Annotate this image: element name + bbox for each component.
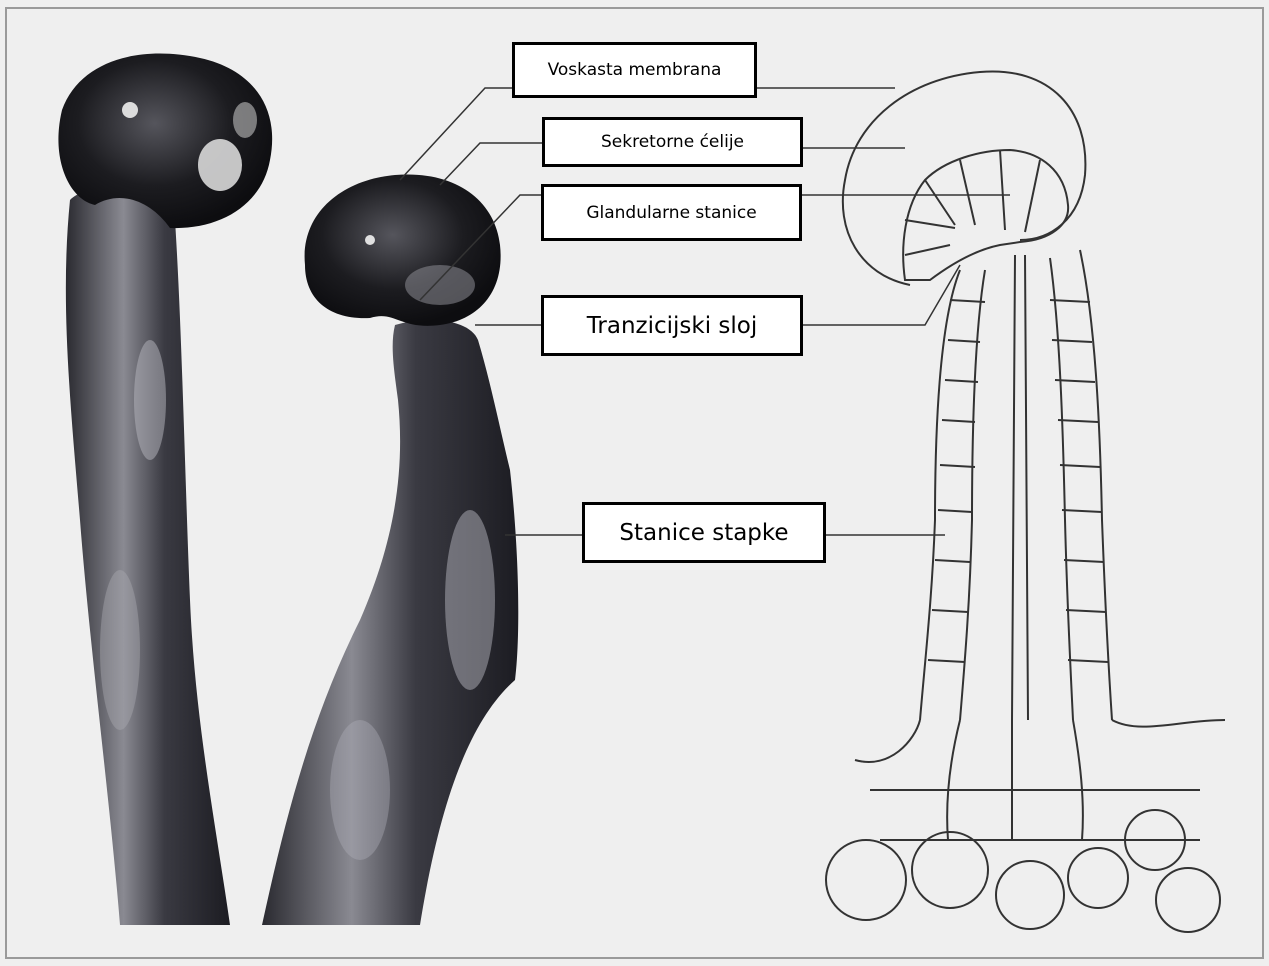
- stalk-cells-drawing: [920, 250, 1112, 720]
- label-glandular-cells-text: Glandularne stanice: [586, 203, 756, 223]
- secretory-cell-cluster: [903, 150, 1068, 280]
- label-secretory-cells: Sekretorne ćelije: [542, 117, 803, 167]
- label-stalk-cells: Stanice stapke: [582, 502, 826, 563]
- base-tissue-drawing: [855, 720, 1225, 840]
- trichome-line-drawing: [826, 71, 1225, 932]
- label-glandular-cells: Glandularne stanice: [541, 184, 802, 241]
- label-transition-layer-text: Tranzicijski sloj: [587, 313, 758, 339]
- label-wax-membrane-text: Voskasta membrana: [548, 60, 722, 80]
- round-cells-drawing: [826, 810, 1220, 932]
- middle-trichome-photo: [262, 174, 518, 925]
- left-trichome-head: [58, 54, 272, 229]
- left-trichome-stalk: [66, 188, 230, 925]
- middle-trichome-head: [305, 174, 501, 325]
- label-secretory-cells-text: Sekretorne ćelije: [601, 132, 744, 152]
- left-trichome-photo: [58, 54, 272, 925]
- label-transition-layer: Tranzicijski sloj: [541, 295, 803, 356]
- label-stalk-cells-text: Stanice stapke: [619, 520, 788, 546]
- label-wax-membrane: Voskasta membrana: [512, 42, 757, 98]
